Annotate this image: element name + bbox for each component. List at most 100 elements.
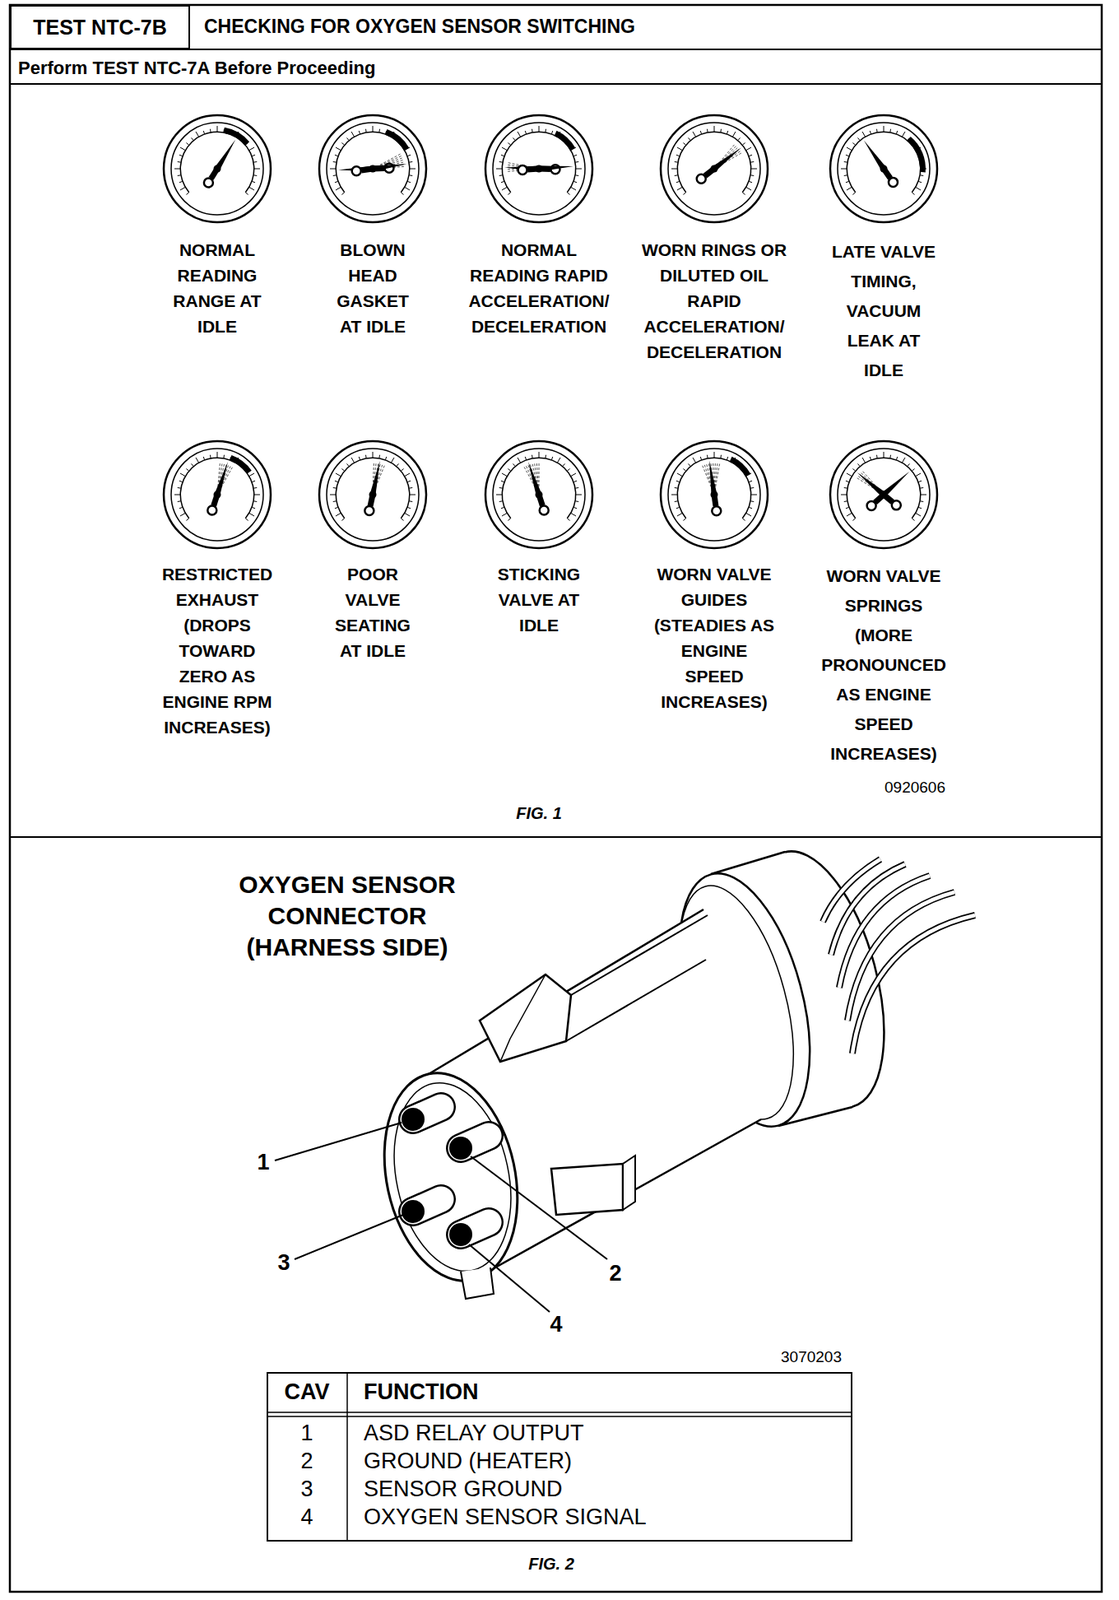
gauge-tick [333,487,337,489]
gauge-tick [706,455,709,459]
gauge-bezel [485,115,593,223]
figure-code: 3070203 [780,1347,842,1367]
needle-tail [204,177,214,187]
table-border [267,1372,852,1541]
gauge-scale [501,131,577,194]
gauge-tick [253,161,257,163]
gauge-tick [748,181,753,182]
gauge-tick [517,457,521,463]
needle-hub [880,165,888,173]
gauge-band [385,129,409,151]
needle-tail [518,165,528,175]
gauge-tick [746,187,752,191]
gauge-tick [341,468,344,472]
gauge-tick [876,455,878,459]
gauge-tick [573,506,577,508]
gauge-tick [742,518,745,521]
leader-line [470,1156,608,1259]
gauge-tick [919,174,924,177]
gauge-tick [507,468,511,472]
test-number: TEST NTC-7B [32,15,168,40]
gauge-tick [733,457,737,463]
gauge-tick [254,494,261,496]
gauge-tick [562,463,566,466]
gauge-tick [396,137,400,140]
gauge-tick [911,468,915,472]
gauge-tick [185,468,189,472]
gauge-tick [676,154,680,156]
needle-tail [711,506,721,516]
gauge-tick [329,168,336,170]
gauge-tick [501,513,507,517]
gauge-tick [846,473,852,477]
instruction-note: Perform TEST NTC-7A Before Proceeding [18,57,376,79]
gauge-tick [499,174,503,177]
gauge-tick [496,168,502,170]
gauge-tick [920,168,927,170]
gauge-tick [191,137,195,140]
gauge-tick [918,154,922,156]
connector-latch [479,974,572,1062]
gauge-tick [501,181,505,182]
needle-hub [535,491,544,499]
gauge-tick [404,147,410,151]
gauge-tick [911,192,915,196]
gauge-tick [499,487,503,489]
gauge-tick [700,130,702,135]
gauge-tick [531,455,534,459]
vacuum-gauge [830,115,938,223]
gauge-bezel [485,441,593,548]
gauge-tick [217,125,219,132]
table-cell: 3 [300,1474,313,1503]
gauge-tick [750,487,754,489]
gauge-tick [915,147,921,151]
gauge-tick [404,187,410,191]
gauge-tick [177,161,182,163]
gauge-tick [845,480,850,482]
gauge-tick [501,473,507,477]
gauge-tick [726,456,728,460]
wire [831,863,906,955]
gauge-caption: RESTRICTED EXHAUST (DROPS TOWARD ZERO AS… [157,561,278,740]
gauge-tick [217,451,219,458]
gauge-tick [400,468,404,472]
gauge-tick [844,487,848,489]
gauge-tick [845,154,850,156]
latch-edge [500,974,546,1062]
figure-code: 0920606 [884,778,946,798]
gauge-tick [251,480,256,482]
gauge-tick [566,192,570,196]
gauge-tick [185,518,189,521]
gauge-band [554,130,576,151]
wire-fill [852,914,976,1054]
gauge-tick [180,187,186,191]
connector-tab [551,1163,623,1215]
gauge-scale [335,457,411,520]
gauge-tick [902,457,906,463]
gauge-tick [253,500,257,502]
gauge-tick [222,455,225,459]
gauge-face [171,448,264,541]
gauge-tick [538,451,540,458]
gauge-tick [676,181,680,182]
gauge-face [837,448,930,541]
gauge-band [729,456,752,477]
vacuum-gauge [660,441,768,548]
gauge-bezel [660,115,768,223]
gauge-tick [919,161,924,163]
figure-heading: OXYGEN SENSOR CONNECTOR (HARNESS SIDE) [223,868,471,963]
gauge-caption: NORMAL READING RAPID ACCELERATION/ DECEL… [459,236,618,339]
gauge-caption: STICKING VALVE AT IDLE [496,561,583,638]
latch-rail [566,914,708,1041]
gauge-needle [709,459,719,507]
gauge-tick [329,494,336,496]
gauge-face [492,122,586,215]
gauge-tick [334,506,339,508]
gauge-tick [750,500,754,502]
vacuum-gauge [660,115,768,223]
page-title: CHECKING FOR OXYGEN SENSOR SWITCHING [204,15,636,38]
gauge-tick [351,131,355,137]
gauge-face [171,122,264,215]
gauge-tick [742,468,745,472]
gauge-tick [852,518,855,521]
